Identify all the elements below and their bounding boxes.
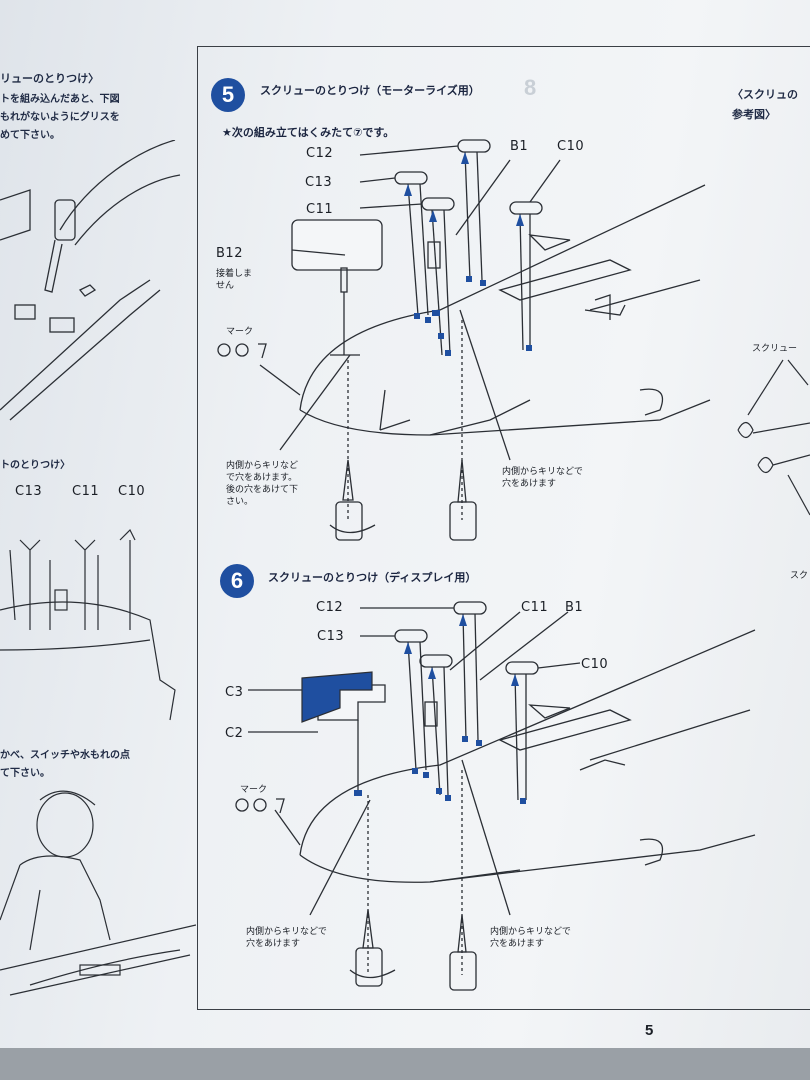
step5-label-c11: C11 — [306, 202, 334, 217]
step6-drill-note-left: 内側からキリなどで 穴をあけます — [246, 927, 327, 949]
boy-testing-illustration — [0, 790, 196, 996]
step6-label-c3: C3 — [225, 685, 244, 700]
step6-label-c2: C2 — [225, 726, 244, 741]
step5-label-b12: B12 — [216, 246, 243, 261]
step6-drill-note-right: 内側からキリなどで 穴をあけます — [490, 927, 571, 949]
instruction-sheet: リューのとりつけ〉 トを組み込んだあと、下図 もれがないようにグリスを めて下さ… — [0, 0, 810, 1048]
left-part-c13: C13 — [15, 484, 43, 499]
left-subheading: トのとりつけ〉 — [0, 460, 71, 471]
step5-b12-note: 接着しま せん — [216, 269, 253, 291]
step5-label-c12: C12 — [306, 146, 334, 161]
left-bottom-line-2: て下さい。 — [0, 768, 50, 779]
step5-drill-note-right: 内側からキリなどで 穴をあけます — [502, 467, 583, 489]
step6-label-b1: B1 — [565, 600, 584, 615]
right-heading: 〈スクリュの — [732, 88, 798, 101]
left-part-c10: C10 — [118, 484, 146, 499]
left-bottom-line-1: かべ、スイッチや水もれの点 — [0, 750, 130, 761]
step5-drill-note-left: 内側からキリなど で穴をあけます。 後の穴をあけて下 さい。 — [226, 461, 299, 507]
step5-title: スクリューのとりつけ（モーターライズ用） — [260, 84, 480, 97]
step5-note: ★次の組み立てはくみたて⑦です。 — [222, 126, 395, 139]
left-line-1: トを組み込んだあと、下図 — [0, 94, 120, 105]
step5-label-b1: B1 — [510, 139, 529, 154]
assembly-frame — [197, 46, 810, 1010]
propeller-reference-illustration — [737, 359, 810, 516]
step5-label-c10: C10 — [557, 139, 585, 154]
left-column: リューのとりつけ〉 トを組み込んだあと、下図 もれがないようにグリスを めて下さ… — [0, 0, 196, 1048]
left-heading: リューのとりつけ〉 — [0, 72, 100, 85]
step6-title: スクリューのとりつけ（ディスプレイ用） — [268, 571, 477, 584]
step6-label-c12: C12 — [316, 600, 344, 615]
step6-label-c13: C13 — [317, 629, 345, 644]
left-line-2: もれがないようにグリスを — [0, 112, 120, 123]
step6-label-c11: C11 — [521, 600, 549, 615]
step5-ghost-number: 8 — [524, 75, 537, 100]
left-part-c11: C11 — [72, 484, 100, 499]
page-number: 5 — [645, 1022, 654, 1039]
step6-label-c10: C10 — [581, 657, 609, 672]
grease-illustration — [0, 140, 181, 421]
propeller-shaft-illustration — [0, 528, 176, 721]
step5-hull-diagram — [217, 139, 711, 541]
left-line-3: めて下さい。 — [0, 130, 60, 141]
step6-hull-diagram — [235, 601, 756, 991]
right-subheading: 参考図〉 — [732, 108, 776, 121]
right-label-screw: スクリュー — [752, 344, 798, 354]
step6-number: 6 — [220, 564, 254, 598]
right-label-screw-2: スク — [790, 571, 809, 581]
step6-mark-label: マーク — [240, 785, 268, 795]
step5-label-c13: C13 — [305, 175, 333, 190]
step5-number: 5 — [211, 78, 245, 112]
step5-mark-label: マーク — [226, 327, 254, 337]
